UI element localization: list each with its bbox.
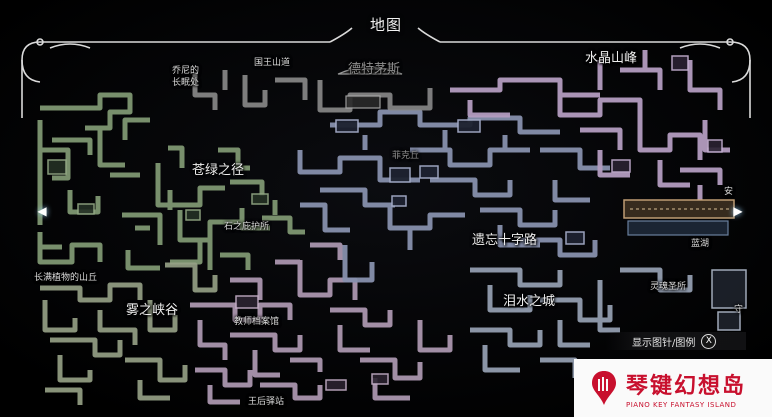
label-resting-grounds: 安 <box>724 187 734 197</box>
label-forgotten-crossroads: 遗忘十字路 <box>472 233 538 248</box>
left-arrow-icon[interactable]: ◀ <box>37 204 47 218</box>
watermark-subtitle: PIANO KEY FANTASY ISLAND <box>626 400 737 409</box>
fog-rooms <box>235 295 389 391</box>
blue-lake-region <box>623 199 735 236</box>
legend-label: 显示图针/图例 <box>632 337 696 349</box>
label-blue-lake: 蓝湖 <box>691 239 710 249</box>
fungal-region <box>40 262 218 405</box>
label-greenpath: 苍绿之径 <box>192 163 245 178</box>
label-lake-of-unn: 石之庇护所 <box>224 222 270 232</box>
label-stag-1: 乔尼的 <box>172 66 200 76</box>
label-watchers: 守 <box>734 305 744 315</box>
greenpath-rooms <box>47 159 269 221</box>
watermark: 琴键幻想岛 PIANO KEY FANTASY ISLAND <box>574 359 772 417</box>
dirtmouth-region <box>192 70 433 113</box>
label-crystal-peak: 水晶山峰 <box>585 51 638 66</box>
label-kings-pass: 国王山道 <box>254 58 291 68</box>
greenpath-region <box>37 92 305 271</box>
right-arrow-icon[interactable]: ▶ <box>733 204 743 218</box>
crossroads-region <box>297 109 610 283</box>
city-rooms <box>711 269 747 331</box>
label-queens-station: 王后驿站 <box>248 397 285 407</box>
label-fungal-wastes: 长满植物的山丘 <box>34 273 98 283</box>
map-frame <box>21 27 751 118</box>
label-teachers-archives: 教师档案馆 <box>234 317 280 327</box>
label-crossroads-small: 菲克丘 <box>392 151 420 161</box>
fog-region <box>190 242 453 405</box>
legend-toggle[interactable]: 显示图针/图例 X <box>606 332 746 350</box>
watermark-title: 琴键幻想岛 <box>626 373 747 399</box>
crossroads-rooms <box>335 119 585 245</box>
crystal-rooms <box>611 55 723 173</box>
label-dirtmouth: 德特茅斯 <box>348 62 401 77</box>
map-title: 地图 <box>369 16 402 34</box>
x-button-icon[interactable]: X <box>701 333 717 349</box>
label-soul-sanctum: 灵魂圣所 <box>650 282 687 292</box>
dirtmouth-rooms <box>337 66 403 109</box>
label-fog-canyon: 雾之峡谷 <box>126 303 179 318</box>
label-city-of-tears: 泪水之城 <box>503 294 556 309</box>
label-stag-2: 长眠处 <box>172 78 200 88</box>
watermark-logo-icon <box>592 371 616 405</box>
